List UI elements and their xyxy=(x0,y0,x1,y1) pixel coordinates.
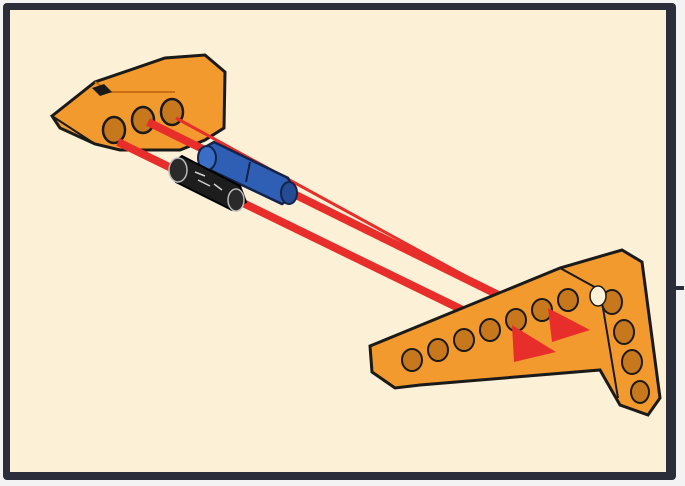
orange-angled-beam xyxy=(52,55,225,150)
